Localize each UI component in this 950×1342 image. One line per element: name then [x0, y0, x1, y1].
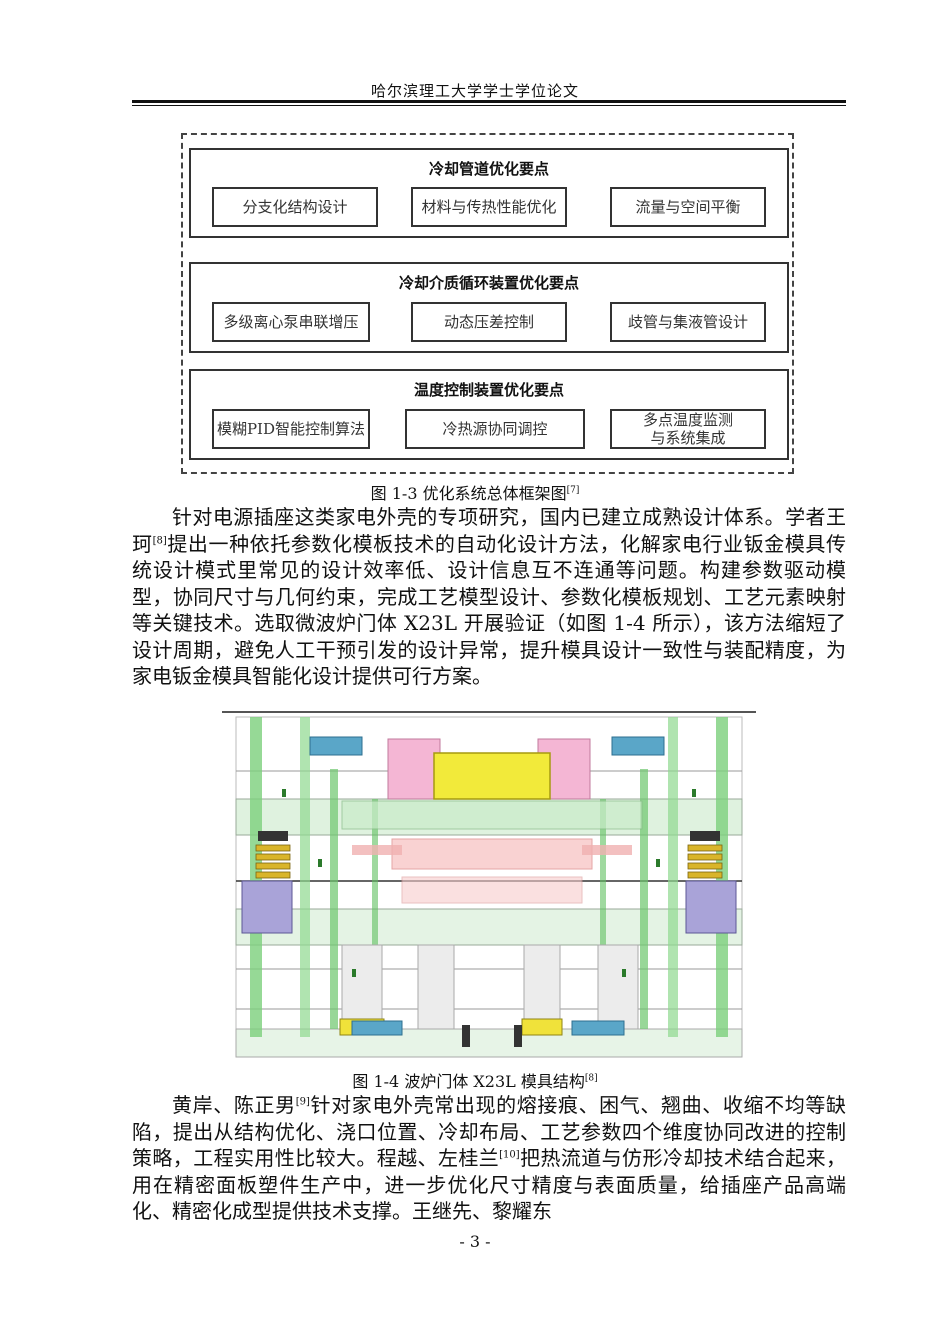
- caption-text: 图 1-4 波炉门体 X23L 模具结构: [352, 1072, 585, 1091]
- mold-structure-illustration: [222, 709, 756, 1062]
- box-branch-structure: 分支化结构设计: [212, 187, 378, 227]
- body-paragraph: 黄岸、陈正男[9]针对家电外壳常出现的熔接痕、困气、翘曲、收缩不均等缺陷，提出从…: [132, 1092, 846, 1225]
- section-title: 冷却介质循环装置优化要点: [398, 274, 579, 292]
- section-temperature-control: 温度控制装置优化要点 模糊PID智能控制算法 冷热源协同调控 多点温度监测 与系…: [189, 369, 789, 460]
- section-title: 冷却管道优化要点: [428, 160, 549, 178]
- header-rule-thick: [132, 100, 846, 103]
- text-run: 提出一种依托参数化模板技术的自动化设计方法，化解家电行业钣金模具传统设计模式里常…: [132, 531, 847, 689]
- box-hot-cold-coordination: 冷热源协同调控: [405, 409, 585, 449]
- section-coolant-circulation: 冷却介质循环装置优化要点 多级离心泵串联增压 动态压差控制 歧管与集液管设计: [189, 262, 789, 353]
- citation-ref: [8]: [152, 534, 167, 546]
- body-paragraph: 针对电源插座这类家电外壳的专项研究，国内已建立成熟设计体系。学者王珂[8]提出一…: [132, 504, 846, 690]
- box-multistage-pump: 多级离心泵串联增压: [212, 302, 370, 342]
- header-rule-thin: [132, 105, 846, 106]
- text-run: 针对电源插座这类家电外壳的专项研究，国内已建立成熟设计体系。学者王珂: [132, 505, 846, 556]
- box-manifold-design: 歧管与集液管设计: [610, 302, 766, 342]
- box-line: 与系统集成: [650, 429, 726, 447]
- citation-ref: [8]: [584, 1073, 598, 1084]
- page-header-title: 哈尔滨理工大学学士学位论文: [370, 82, 579, 100]
- box-fuzzy-pid: 模糊PID智能控制算法: [212, 409, 370, 449]
- citation-ref: [9]: [295, 1096, 310, 1108]
- box-flow-space: 流量与空间平衡: [610, 187, 766, 227]
- figure-caption: 图 1-3 优化系统总体框架图[7]: [0, 480, 950, 504]
- text-run: 针对家电外壳常出现的熔接痕、困气、翘曲、收缩不均等缺陷，提出从结构优化、浇口位置…: [132, 1093, 847, 1170]
- caption-text: 图 1-3 优化系统总体框架图: [370, 484, 567, 503]
- page-number: - 3 -: [459, 1232, 491, 1251]
- box-multipoint-temperature: 多点温度监测 与系统集成: [610, 409, 766, 449]
- section-cooling-pipe: 冷却管道优化要点 分支化结构设计 材料与传热性能优化 流量与空间平衡: [189, 148, 789, 238]
- box-line: 多点温度监测: [642, 411, 733, 429]
- citation-ref: [7]: [566, 485, 580, 496]
- text-run: 把热流道与仿形冷却技术结合起来，用在精密面板塑件生产中，进一步优化尺寸精度与表面…: [132, 1146, 847, 1223]
- citation-ref: [10]: [499, 1149, 520, 1161]
- figure-caption: 图 1-4 波炉门体 X23L 模具结构[8]: [0, 1068, 950, 1092]
- box-material-heat: 材料与传热性能优化: [411, 187, 567, 227]
- section-title: 温度控制装置优化要点: [413, 381, 564, 399]
- box-dynamic-pressure: 动态压差控制: [411, 302, 567, 342]
- text-run: 黄岸、陈正男: [172, 1093, 296, 1117]
- figure-frame: [181, 133, 794, 474]
